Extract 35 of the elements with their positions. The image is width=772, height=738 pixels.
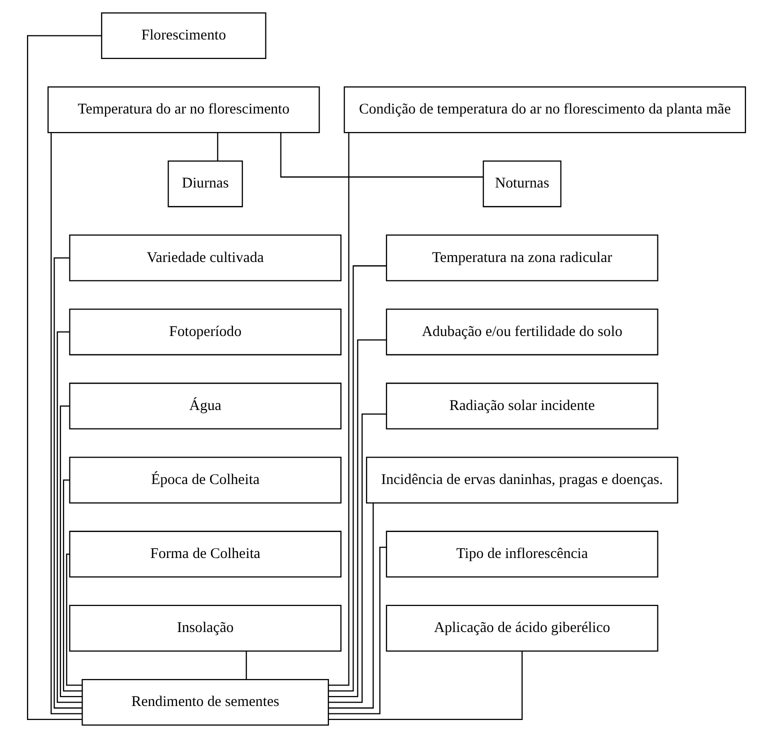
node-box: Tipo de inflorescência <box>385 530 658 578</box>
connector <box>66 554 82 686</box>
connector <box>56 331 82 703</box>
connector <box>245 651 246 680</box>
connector <box>328 503 374 709</box>
node-box: Insolação <box>68 604 341 652</box>
node-box: Água <box>68 382 341 430</box>
node-box: Variedade cultivada <box>68 234 341 282</box>
connector <box>26 35 101 720</box>
connector <box>216 132 218 161</box>
node-box: Florescimento <box>100 12 266 60</box>
connector <box>328 265 386 692</box>
node-box: Aplicação de ácido giberélico <box>385 604 658 652</box>
connector <box>50 132 82 714</box>
connector <box>59 405 82 698</box>
connector <box>62 480 82 692</box>
node-box: Temperatura na zona radicular <box>385 234 658 282</box>
connector <box>328 546 386 714</box>
node-box: Diurnas <box>167 160 242 208</box>
node-box: Rendimento de sementes <box>81 678 328 726</box>
node-box: Radiação solar incidente <box>385 382 658 430</box>
node-box: Temperatura do ar no florescimento <box>47 86 320 134</box>
connector <box>53 257 82 709</box>
node-box: Incidência de ervas daninhas, pragas e doenças. <box>366 456 678 504</box>
node-box: Fotoperíodo <box>68 308 341 356</box>
connector <box>328 339 386 698</box>
node-box: Época de Colheita <box>68 456 341 504</box>
node-box: Forma de Colheita <box>68 530 341 578</box>
node-box: Noturnas <box>482 160 561 208</box>
node-box: Adubação e/ou fertilidade do solo <box>385 308 658 356</box>
connector <box>328 132 349 686</box>
connector <box>328 413 386 703</box>
node-box: Condição de temperatura do ar no florescimento da planta mãe <box>343 86 746 134</box>
connector <box>280 132 483 178</box>
connector <box>328 651 522 720</box>
